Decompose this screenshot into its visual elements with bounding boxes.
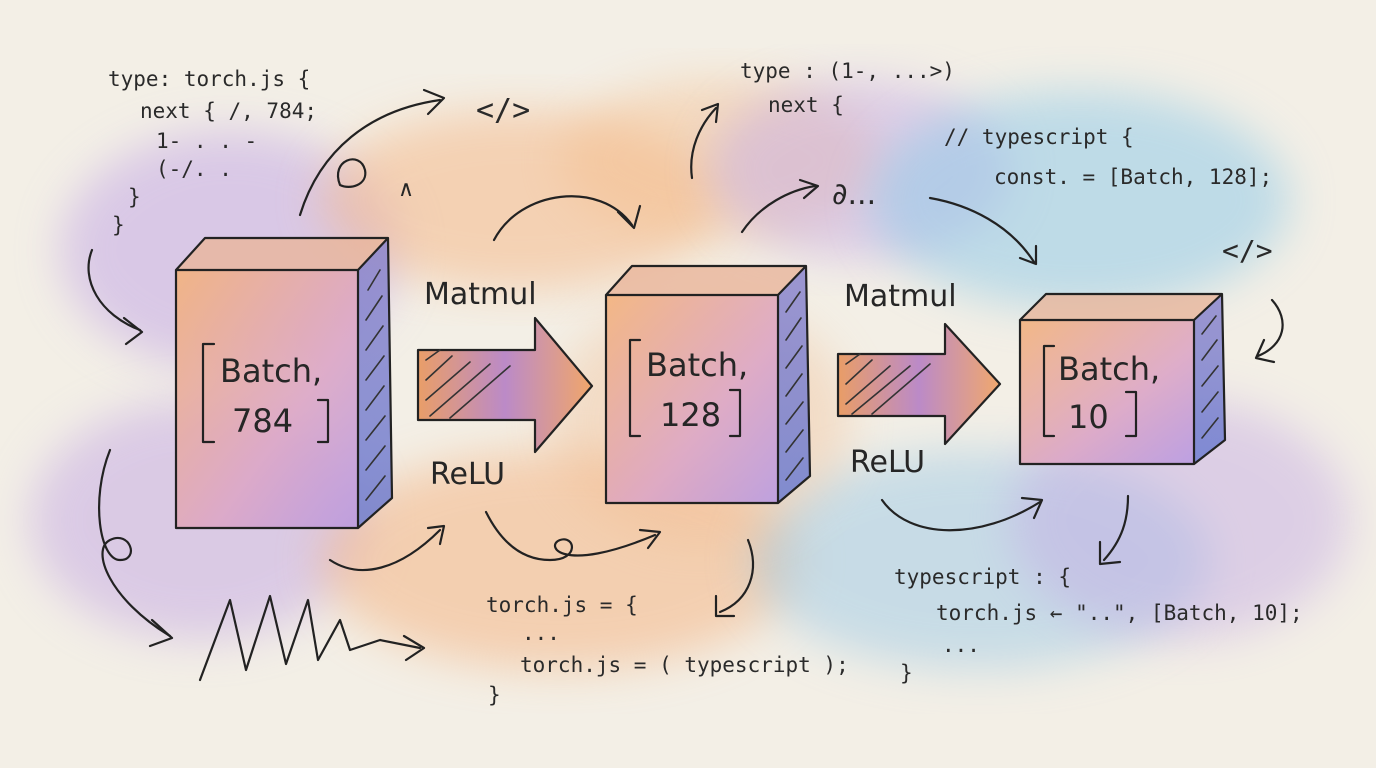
op-1-top-label: Matmul — [424, 277, 537, 312]
layer-3-line1: Batch, — [1058, 350, 1160, 388]
layer-cube-3: Batch, 10 — [1018, 292, 1227, 466]
code-line: ... — [522, 621, 560, 645]
layer-3-line2: 10 — [1068, 398, 1109, 436]
code-top-left: type: torch.js { next { /, 784; 1- . . -… — [108, 67, 317, 237]
op-2-bottom-label: ReLU — [850, 445, 925, 480]
code-line: const. = [Batch, 128]; — [994, 165, 1272, 189]
code-line: } — [112, 213, 125, 237]
code-line: (-/. . — [156, 157, 232, 181]
op-arrow-1: Matmul ReLU — [416, 277, 594, 492]
code-tag-icon: </> — [476, 93, 530, 128]
layer-2-line1: Batch, — [646, 346, 748, 384]
code-bottom-right: typescript : { torch.js ← "..", [Batch, … — [894, 565, 1303, 685]
code-line: torch.js = { — [486, 593, 638, 617]
layer-1-line1: Batch, — [220, 352, 322, 390]
layer-1-line2: 784 — [232, 402, 293, 440]
squiggle-mark: ∧ — [398, 177, 414, 202]
op-2-top-label: Matmul — [844, 279, 957, 314]
code-top-middle: type : (1-, ...>) next { — [740, 59, 955, 117]
code-line: 1- . . - — [156, 129, 257, 153]
op-arrow-2: Matmul ReLU — [836, 279, 1002, 480]
code-line: ... — [942, 633, 980, 657]
code-tag-icon: </> — [1222, 234, 1273, 267]
code-top-right: // typescript { const. = [Batch, 128]; — [944, 125, 1272, 189]
code-line: } — [488, 683, 501, 707]
code-line: torch.js ← "..", [Batch, 10]; — [936, 601, 1303, 625]
code-line: next { — [768, 93, 844, 117]
partial-derivative-symbol: ∂... — [832, 177, 876, 212]
layer-2-line2: 128 — [660, 396, 721, 434]
code-line: typescript : { — [894, 565, 1071, 589]
layer-cube-1: Batch, 784 — [174, 236, 394, 530]
code-line: // typescript { — [944, 125, 1134, 149]
code-line: type : (1-, ...>) — [740, 59, 955, 83]
decorative-arrows — [87, 88, 1284, 682]
code-line: } — [128, 185, 141, 209]
op-1-bottom-label: ReLU — [430, 457, 505, 492]
layer-cube-2: Batch, 128 — [604, 264, 812, 505]
code-bottom-middle: torch.js = { ... torch.js = ( typescript… — [486, 593, 849, 707]
code-line: torch.js = ( typescript ); — [520, 653, 849, 677]
code-line: } — [900, 661, 913, 685]
code-line: type: torch.js { — [108, 67, 310, 91]
code-line: next { /, 784; — [140, 99, 317, 123]
